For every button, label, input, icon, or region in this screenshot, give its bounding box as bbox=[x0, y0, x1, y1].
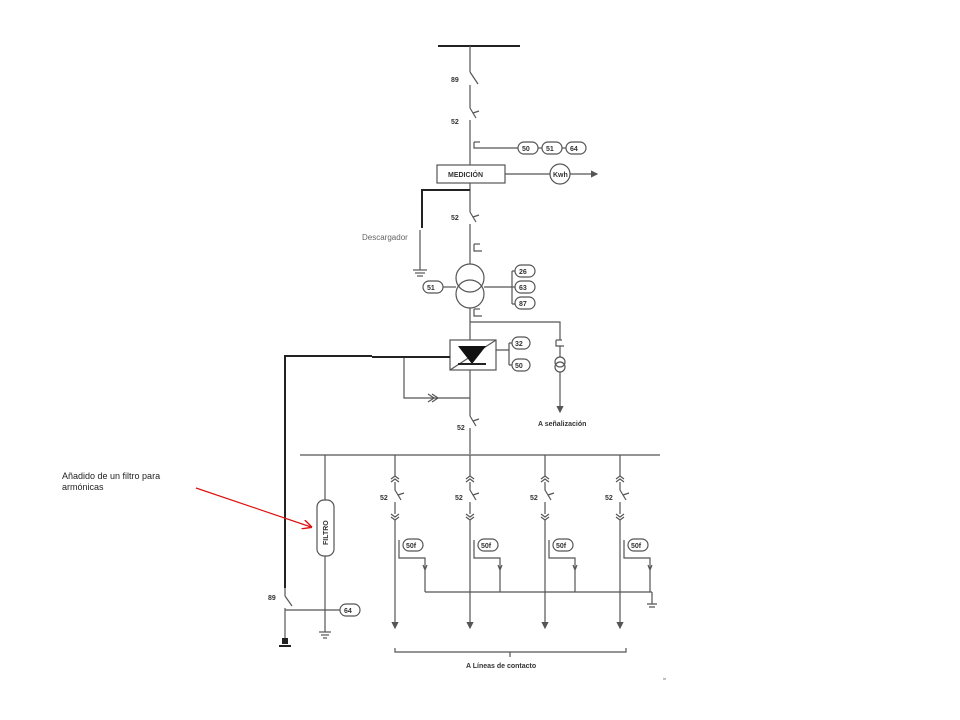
annotation-text: Añadido de un filtro para armónicas bbox=[62, 471, 202, 493]
descargador-label: Descargador bbox=[362, 233, 408, 242]
feeder: 52 50f bbox=[530, 455, 578, 630]
relay-63-label: 63 bbox=[519, 285, 527, 292]
annotation-line-2: armónicas bbox=[62, 482, 104, 492]
medicion-label: MEDICIÓN bbox=[448, 170, 483, 179]
isolator-89-top: 89 bbox=[451, 71, 479, 108]
relay-26-label: 26 bbox=[519, 269, 527, 276]
feeder: 52 50f bbox=[380, 455, 428, 630]
relay-64: 64 bbox=[565, 141, 587, 155]
breaker-label: 52 bbox=[451, 215, 459, 222]
relay-50f: 50f bbox=[402, 538, 424, 552]
kwh-meter: Kwh bbox=[549, 163, 571, 185]
breaker-label: 52 bbox=[457, 425, 465, 432]
feeder: 52 50f bbox=[455, 455, 503, 630]
filtro-label: FILTRO bbox=[323, 520, 330, 545]
relay-26: 26 bbox=[514, 264, 536, 278]
breaker-52-main: 52 bbox=[451, 107, 480, 165]
breaker-label: 52 bbox=[605, 495, 613, 502]
relay-87: 87 bbox=[514, 296, 536, 310]
isolator-ground bbox=[279, 638, 291, 647]
filtro-box: FILTRO bbox=[316, 499, 335, 557]
lineas-label: A Líneas de contacto bbox=[466, 663, 536, 670]
relay-51-transformer: 51 bbox=[422, 280, 444, 294]
relay-64b-label: 64 bbox=[344, 608, 352, 615]
relay-32-label: 32 bbox=[515, 341, 523, 348]
breaker-label: 52 bbox=[451, 119, 459, 126]
medicion-box: MEDICIÓN bbox=[436, 164, 506, 184]
isolator-label: 89 bbox=[451, 77, 459, 84]
relay-63: 63 bbox=[514, 280, 536, 294]
descargador: Descargador bbox=[362, 230, 427, 277]
relay-51-label: 51 bbox=[546, 146, 554, 153]
breaker-label: 52 bbox=[455, 495, 463, 502]
relay-50-label: 50 bbox=[522, 146, 530, 153]
breaker-52-dc: 52 bbox=[457, 415, 480, 454]
relay-32: 32 bbox=[511, 336, 531, 350]
annotation-line-1: Añadido de un filtro para bbox=[62, 471, 161, 481]
annotation-arrow bbox=[195, 487, 311, 527]
transformer bbox=[455, 263, 485, 309]
senalizacion-label: A señalización bbox=[538, 421, 586, 428]
isolator-89-bottom: 89 bbox=[268, 588, 293, 640]
relay-50f-label: 50f bbox=[556, 543, 567, 550]
filter-ground bbox=[319, 631, 331, 639]
relay-64-label: 64 bbox=[570, 146, 578, 153]
kwh-label: Kwh bbox=[553, 172, 568, 179]
breaker-label: 52 bbox=[380, 495, 388, 502]
relay-64-bottom: 64 bbox=[339, 603, 361, 617]
isolator-label: 89 bbox=[268, 595, 276, 602]
relay-50: 50 bbox=[517, 141, 539, 155]
feeders: 52 50f 52 50f 52 50f 52 50f bbox=[380, 455, 657, 630]
relay-50f-label: 50f bbox=[481, 543, 492, 550]
rectifier bbox=[449, 339, 497, 371]
relay-50f: 50f bbox=[477, 538, 499, 552]
feeder: 52 50f bbox=[605, 455, 657, 630]
relay-50f: 50f bbox=[552, 538, 574, 552]
relay-87-label: 87 bbox=[519, 301, 527, 308]
breaker-label: 52 bbox=[530, 495, 538, 502]
relay-50-rectifier: 50 bbox=[511, 358, 531, 372]
relay-50f-label: 50f bbox=[631, 543, 642, 550]
relay-50f: 50f bbox=[627, 538, 649, 552]
signal-transformer bbox=[554, 356, 566, 373]
tiny-mark: in bbox=[663, 676, 666, 681]
breaker-52-transformer: 52 bbox=[451, 211, 480, 264]
relay-51: 51 bbox=[541, 141, 563, 155]
relay-50f-label: 50f bbox=[406, 543, 417, 550]
relay-50b-label: 50 bbox=[515, 363, 523, 370]
relay-51-tr-label: 51 bbox=[427, 285, 435, 292]
